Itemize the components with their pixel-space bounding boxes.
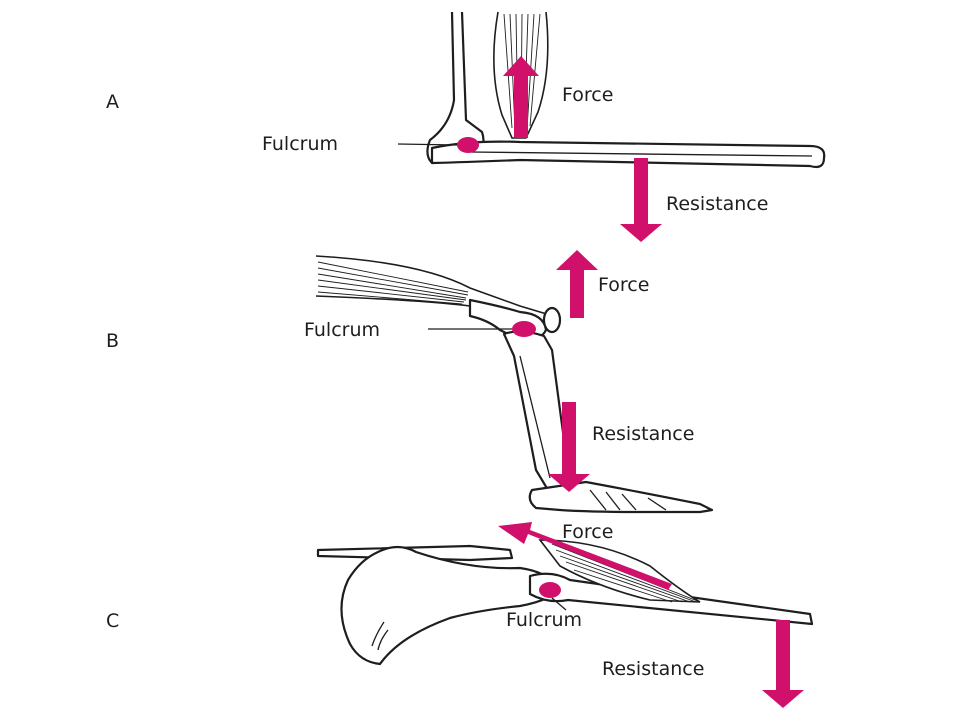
panel-b-resistance-label: Resistance	[592, 423, 694, 445]
panel-a: A Fulcrum Force Resistance	[106, 11, 826, 242]
panel-c-fulcrum-label: Fulcrum	[506, 609, 582, 631]
panel-c-force-arrow	[498, 522, 672, 590]
panel-b-force-head	[556, 250, 598, 270]
panel-c-resistance-head	[762, 690, 804, 708]
panel-a-resistance-shaft	[634, 158, 648, 228]
panel-b-force-label: Force	[598, 274, 649, 296]
panel-a-resistance-head	[620, 224, 662, 242]
panel-b-tibia	[502, 330, 571, 492]
panel-b-fulcrum-dot	[512, 321, 536, 337]
panel-b-patella	[542, 306, 562, 334]
panel-c-fulcrum-leader	[551, 597, 567, 611]
panel-c: C Fulcrum Force Resistance	[106, 521, 814, 708]
panel-b-toe-lines	[589, 489, 667, 511]
panel-b-resistance-shaft	[562, 402, 576, 478]
panel-a-fulcrum-leader	[397, 143, 458, 146]
panel-b-letter: B	[106, 330, 119, 352]
panel-b: B Fulcrum Forc	[106, 250, 714, 514]
panel-a-force-shaft	[514, 72, 528, 138]
panel-b-muscle-fibers	[317, 261, 469, 305]
panel-b-foot	[528, 480, 714, 514]
panel-c-scapula-detail	[371, 621, 389, 651]
panel-c-fulcrum-dot	[539, 582, 561, 598]
panel-c-resistance-shaft	[776, 620, 790, 694]
panel-a-fulcrum-label: Fulcrum	[262, 133, 338, 155]
panel-b-force-shaft	[570, 268, 584, 318]
panel-b-fulcrum-label: Fulcrum	[304, 319, 380, 341]
panel-c-force-label: Force	[562, 521, 613, 543]
panel-a-fulcrum-dot	[457, 137, 479, 153]
panel-b-resistance-head	[548, 474, 590, 492]
panel-c-scapula	[340, 545, 562, 666]
panel-a-force-label: Force	[562, 84, 613, 106]
panel-a-force-head	[503, 56, 539, 76]
panel-a-letter: A	[106, 91, 119, 113]
panel-c-letter: C	[106, 610, 119, 632]
panel-a-resistance-label: Resistance	[666, 193, 768, 215]
panel-c-resistance-label: Resistance	[602, 658, 704, 680]
